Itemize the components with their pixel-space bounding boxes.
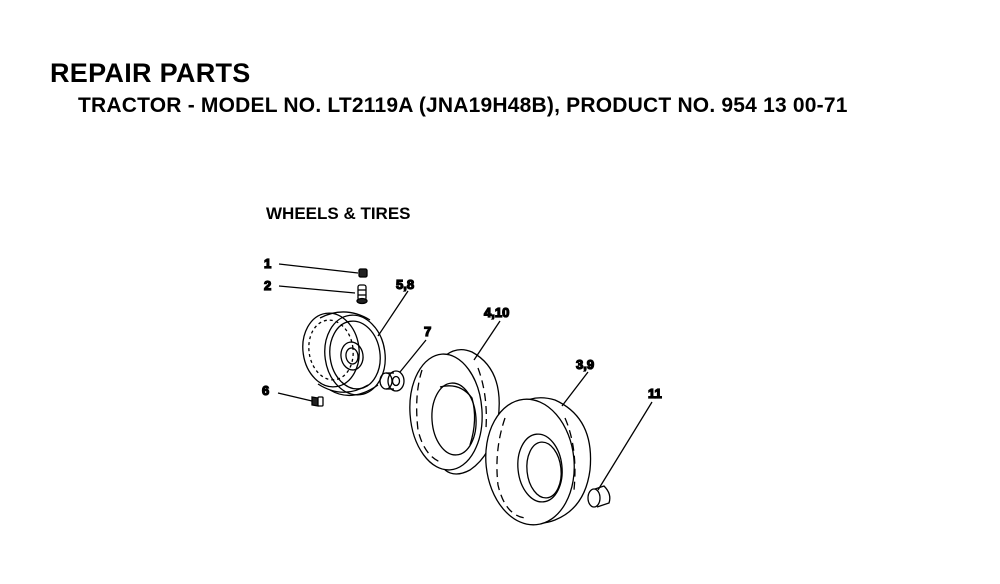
- valve-stem: [278, 284, 368, 305]
- rim: [302, 311, 386, 397]
- page-title: REPAIR PARTS: [50, 58, 251, 88]
- front-tire: [409, 348, 500, 475]
- callout-3-9-label: 3,9: [576, 357, 594, 372]
- callout-4-10-label: 4,10: [484, 305, 509, 320]
- callout-1-label: 1: [264, 256, 271, 271]
- screw: [277, 392, 324, 407]
- callout-7-label: 7: [424, 324, 431, 339]
- bushing: [379, 370, 405, 392]
- page-subtitle: TRACTOR - MODEL NO. LT2119A (JNA19H48B),…: [78, 94, 848, 117]
- callout-6-label: 6: [262, 383, 269, 398]
- hub-cap: [587, 485, 611, 508]
- callout-2-label: 2: [264, 278, 271, 293]
- valve-cap: [278, 263, 368, 278]
- rear-tire: [485, 397, 592, 526]
- section-title: WHEELS & TIRES: [266, 204, 411, 223]
- callout-11-label: 11: [648, 386, 662, 401]
- callout-5-8-label: 5,8: [396, 277, 414, 292]
